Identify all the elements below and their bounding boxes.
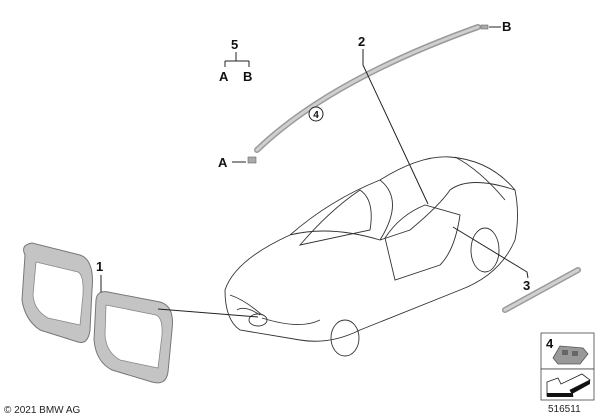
callout-5: 5 — [231, 37, 238, 52]
roof-molding-part — [247, 24, 489, 164]
callout-5-tree: 5 A B — [219, 37, 252, 84]
arrow-icon — [546, 373, 591, 397]
callout-end-a: A — [218, 155, 228, 170]
kidney-grille-part — [21, 242, 173, 384]
callout-5-b: B — [243, 69, 252, 84]
svg-text:4: 4 — [313, 110, 319, 121]
callout-3: 3 — [523, 278, 530, 293]
callout-1: 1 — [96, 259, 103, 274]
callout-end-b: B — [502, 19, 511, 34]
copyright: © 2021 BMW AG — [4, 405, 81, 416]
legend-part-number: 4 — [546, 336, 554, 351]
part-4-legend-box: 4 — [540, 332, 595, 401]
callout-2: 2 — [358, 34, 365, 49]
side-trim-part — [502, 267, 581, 313]
callout-4-circled: 4 — [308, 106, 324, 122]
car-outline — [224, 156, 518, 357]
clip-icon — [552, 345, 589, 365]
callout-5-a: A — [219, 69, 229, 84]
image-number: 516511 — [548, 404, 581, 415]
